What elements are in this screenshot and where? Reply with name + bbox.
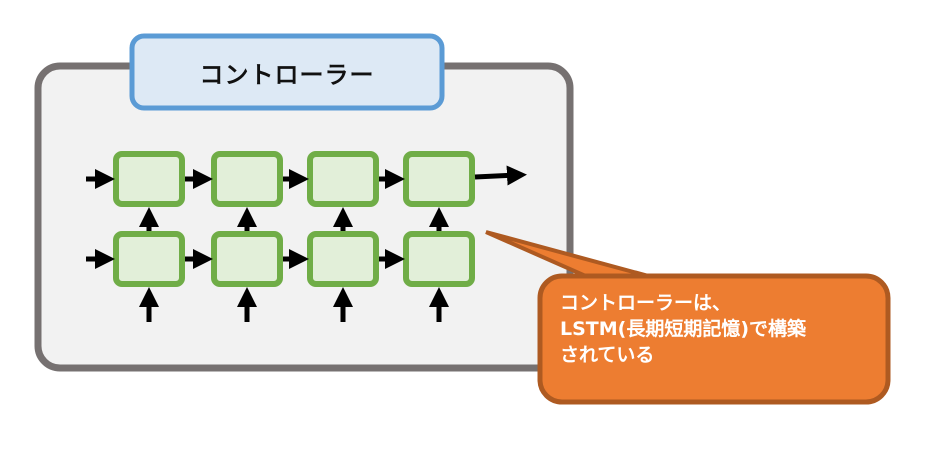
callout-line-2: LSTM(長期短期記憶)で構築 xyxy=(560,318,807,340)
controller-title-box xyxy=(129,33,445,111)
output-arrow-9 xyxy=(474,165,527,186)
lstm-cell-r2-c1 xyxy=(113,231,185,287)
callout-box xyxy=(537,273,891,405)
callout-text: コントローラーは、 LSTM(長期短期記憶)で構築 されている xyxy=(560,290,880,368)
callout-line-3: されている xyxy=(560,344,655,366)
lstm-cell-r2-c2 xyxy=(211,231,283,287)
controller-box xyxy=(34,62,574,372)
callout-line-1: コントローラーは、 xyxy=(560,292,732,314)
lstm-cell-r1-c4 xyxy=(403,151,475,207)
lstm-cell-r1-c3 xyxy=(307,151,379,207)
lstm-cells xyxy=(113,151,475,287)
lstm-cell-r1-c2 xyxy=(211,151,283,207)
lstm-cell-r1-c1 xyxy=(113,151,185,207)
lstm-cell-r2-c4 xyxy=(403,231,475,287)
lstm-cell-r2-c3 xyxy=(307,231,379,287)
controller-title: コントローラー xyxy=(199,60,375,89)
lstm-arrows xyxy=(86,165,527,322)
